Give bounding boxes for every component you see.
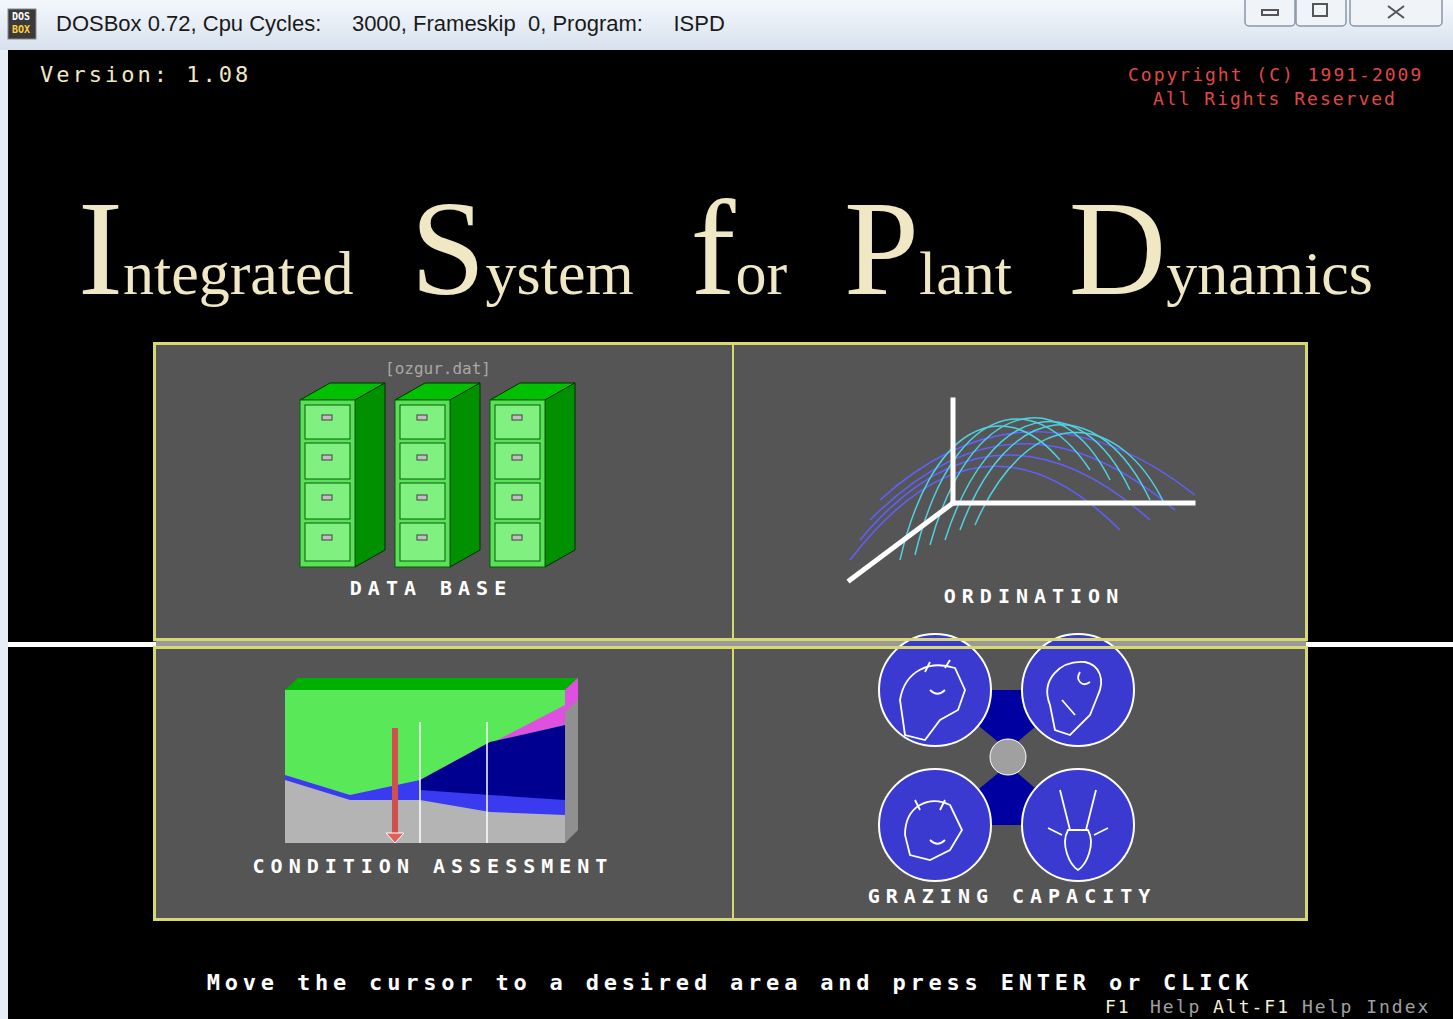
icon-text: DOS <box>12 11 30 22</box>
menu-label: ORDINATION <box>944 584 1124 608</box>
copyright-text: All Rights Reserved <box>1153 88 1397 109</box>
hotkey: Alt-F1 <box>1213 996 1290 1017</box>
hotkey-help: Help Index <box>1302 996 1430 1017</box>
window-title-bar: DOSBox 0.72, Cpu Cycles: 3000, Frameskip… <box>0 0 1453 50</box>
window-title: DOSBox 0.72, Cpu Cycles: 3000, Frameskip… <box>56 11 725 37</box>
hotkey-help: Help <box>1150 996 1201 1017</box>
condition-chart <box>285 678 578 843</box>
app-icon <box>8 9 36 39</box>
menu-label: DATA BASE <box>350 576 512 600</box>
menu-panel: CONDITION ASSESSMENT <box>153 646 734 921</box>
ordination-plot <box>850 400 1195 580</box>
menu-panel: ORDINATION <box>732 342 1308 641</box>
menu-label: GRAZING CAPACITY <box>868 884 1157 908</box>
window-button-glyphs <box>1262 4 1404 18</box>
icon-text: BOX <box>12 24 30 35</box>
file-cabinets <box>300 383 575 567</box>
title-bar-bg <box>0 0 1453 50</box>
file-name: [ozgur.dat] <box>385 359 491 378</box>
menu-panel: [ozgur.dat] DATA BASE <box>153 342 734 641</box>
menu-panel: GRAZING CAPACITY <box>732 646 1308 921</box>
menu-ground <box>153 342 1308 921</box>
menu-label: CONDITION ASSESSMENT <box>253 854 614 878</box>
instruction-text: Move the cursor to a desired area and pr… <box>207 970 1254 995</box>
grazing-emblem <box>879 634 1134 881</box>
program-title: Integrated System for Plant Dynamics <box>78 175 1373 324</box>
copyright-text: Copyright (C) 1991-2009 <box>1128 64 1423 85</box>
window-buttons <box>1245 0 1442 26</box>
version-text: Version: 1.08 <box>40 62 251 87</box>
dos-screen <box>8 50 1453 1019</box>
hotkey: F1 <box>1105 996 1131 1017</box>
